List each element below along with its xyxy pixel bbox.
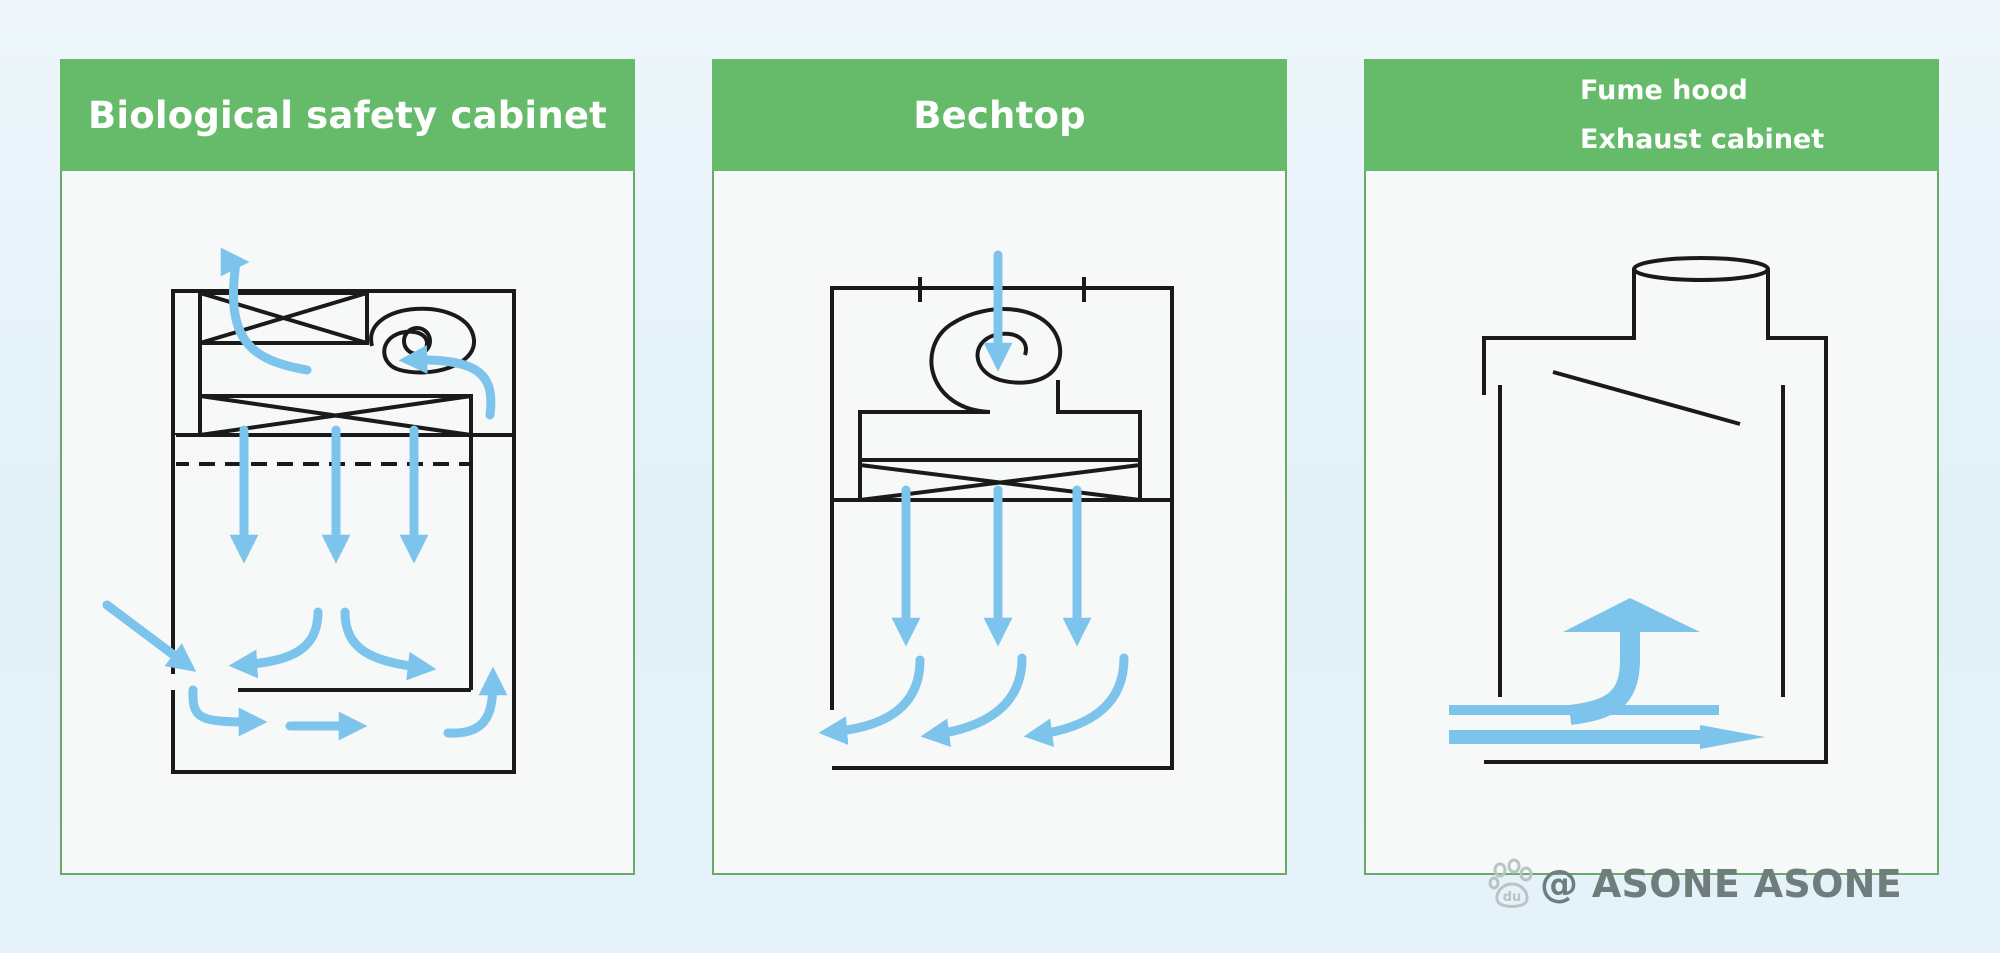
bsc-exhaust-filter-frame [200, 291, 369, 345]
bsc-split-left-arrow [228, 607, 323, 679]
bsc-rising-arrow [443, 666, 508, 738]
fume-rising-stream [1568, 632, 1640, 725]
bechtop-body [830, 286, 1174, 770]
panel-title-line-2: Exhaust cabinet [1580, 124, 1825, 155]
fume-duct-right [1484, 269, 1828, 764]
bechtop-top-ticks [918, 277, 1086, 302]
panel-header: Bechtop [712, 59, 1287, 171]
bechtop-plenum [858, 380, 1142, 462]
bsc-diagram [102, 247, 516, 774]
panel-header: Fume hood Exhaust cabinet [1364, 59, 1939, 171]
fume-duct-left [1482, 269, 1636, 395]
watermark: du @ ASONE ASONE [1486, 858, 1902, 910]
fume-duct-top [1632, 256, 1770, 282]
bsc-intake-arrow [102, 600, 197, 672]
panel-title: Bechtop [913, 93, 1086, 137]
panel-header: Biological safety cabinet [60, 59, 635, 171]
bsc-blower-spiral [369, 306, 477, 375]
bechtop-airflow-arrows [818, 250, 1129, 748]
bsc-exhaust-filter-x [199, 291, 368, 345]
watermark-text: @ ASONE ASONE [1540, 862, 1903, 906]
bechtop-outflow-arrow-1 [818, 655, 925, 745]
paw-text: du [1503, 890, 1522, 905]
panel-title: Biological safety cabinet [87, 93, 608, 137]
bsc-split-right-arrow [340, 607, 437, 681]
bechtop-outflow-arrow-3 [1023, 653, 1129, 748]
fume-hood-outline [1482, 256, 1828, 764]
fume-hood-diagram [1449, 256, 1828, 764]
bsc-cabinet-outline [170, 289, 516, 774]
fume-baffle [1552, 370, 1741, 426]
fume-exhaust-arrowhead [1563, 598, 1700, 632]
bsc-recirculation-arrow [398, 345, 496, 420]
fume-airflow [1449, 598, 1765, 749]
bechtop-outflow-arrow-2 [920, 653, 1027, 748]
bsc-airflow-arrows [102, 247, 508, 741]
fume-intake-stream-lower [1449, 725, 1765, 749]
bsc-exhaust-arrow [220, 247, 312, 375]
baidu-paw-icon: du [1488, 858, 1533, 908]
panel-bechtop: Bechtop [712, 59, 1287, 875]
panel-title-line-1: Fume hood [1580, 75, 1748, 106]
bechtop-diagram [818, 250, 1174, 770]
bsc-bottom-arrow-1 [188, 685, 268, 737]
